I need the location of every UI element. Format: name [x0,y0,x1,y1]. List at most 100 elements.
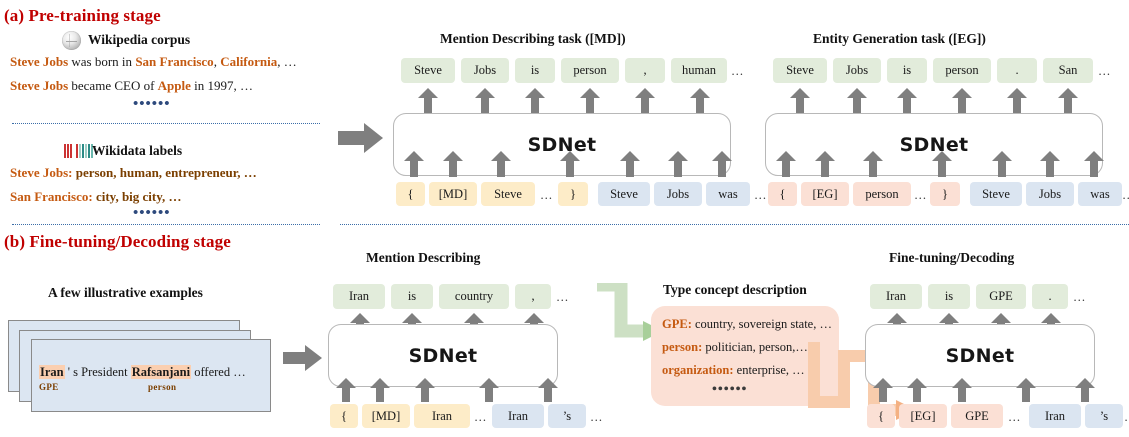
type-concept-ellipsis: •••••• [712,382,748,397]
md-output-token: Jobs [461,58,509,83]
md-output-token: Steve [401,58,455,83]
entity-steve-jobs: Steve Jobs [10,78,69,93]
md-prompt-ellipsis: … [540,188,553,202]
md-context-token: Jobs [654,182,702,206]
eg-input-token: } [930,182,960,206]
md-input-arrow [404,151,424,177]
entity-california: California [220,54,278,69]
wikidata-bars-icon [64,144,93,158]
decode-input-ellipsis: … [1124,410,1129,425]
ft-md-context-token: Iran [492,404,544,428]
decode-output-ellipsis: … [1073,290,1086,304]
decode-sdnet-model: SDNet [865,324,1095,387]
md-output-arrow [525,88,545,114]
text-segment: , … [277,54,297,69]
decode-input-token: GPE [951,404,1003,428]
type-concept-value: enterprise, … [733,363,805,377]
eg-input-arrow [776,151,796,177]
wikidata-key: Steve Jobs: [10,165,73,180]
eg-output-token: . [997,58,1037,83]
stage-b-title: (b) Fine-tuning/Decoding stage [4,232,231,251]
finetune-md-title: Mention Describing [366,250,481,265]
ft-md-output-ellipsis: … [556,290,569,304]
ft-md-output-token: country [439,284,509,309]
md-output-arrow [635,88,655,114]
eg-output-arrow [1058,88,1078,114]
ft-md-input-arrow [370,378,390,402]
md-input-token: } [558,182,588,206]
ft-md-output-token: , [515,284,551,309]
ft-md-input-token: { [330,404,358,428]
md-output-arrow [580,88,600,114]
md-input-arrow [620,151,640,177]
md-output-token: person [561,58,619,83]
type-concept-key-gpe: GPE: [662,317,692,331]
decode-input-arrow [1075,378,1095,402]
decode-output-token: Iran [870,284,922,309]
wikidata-labels-heading: Wikidata labels [92,143,183,158]
md-sdnet-label: SDNet [527,133,597,156]
wikidata-value: city, big city, … [92,189,182,204]
decode-input-token: { [867,404,895,428]
ft-md-input-arrow [538,378,558,402]
text-segment: was born in [68,54,136,69]
decode-output-token: . [1032,284,1068,309]
md-input-arrow [668,151,688,177]
eg-task-title: Entity Generation task ([EG]) [813,31,986,46]
md-context-token: Steve [598,182,650,206]
md-input-token: Steve [481,182,535,206]
flow-arrow-examples-to-md [283,345,322,371]
eg-output-arrow [1007,88,1027,114]
text-segment: offered … [191,365,246,379]
eg-output-token: San [1043,58,1093,83]
md-output-token: is [515,58,555,83]
eg-output-token: person [933,58,991,83]
decode-output-token: is [928,284,970,309]
decode-prompt-ellipsis: … [1008,410,1021,424]
decode-output-token: GPE [976,284,1026,309]
stage-a-title: (a) Pre-training stage [4,6,161,25]
decode-context-token: ’s [1085,404,1123,428]
entity-steve-jobs: Steve Jobs [10,54,69,69]
text-segment: ' s President [64,365,131,379]
eg-output-token: Jobs [833,58,881,83]
entity-san-francisco: San Francisco [135,54,214,69]
md-input-token: [MD] [429,182,477,206]
example-card-front[interactable] [31,339,271,412]
decode-input-arrow [952,378,972,402]
type-concept-key-organization: organization: [662,363,734,377]
ft-md-input-ellipsis: … [590,410,603,424]
wikipedia-ellipsis: •••••• [133,96,171,112]
divider-stage-a-b [340,224,1129,225]
eg-sdnet-label: SDNet [899,133,969,156]
md-input-arrow [712,151,732,177]
eg-output-token: Steve [773,58,827,83]
md-input-ellipsis: … [754,188,767,202]
divider-wikipedia-wikidata [12,123,320,124]
type-concept-value: politician, person,… [702,340,808,354]
eg-input-arrow [815,151,835,177]
eg-input-ellipsis: … [1122,188,1129,203]
type-concept-box [651,306,839,406]
md-input-arrow [491,151,511,177]
example-mention-rafsanjani: Rafsanjani [130,365,192,379]
text-segment: became CEO of [68,78,158,93]
type-concept-line: organization: enterprise, … [662,363,805,378]
md-task-title: Mention Describing task ([MD]) [440,31,626,46]
wikipedia-line-1: Steve Jobs was born in San Francisco, Ca… [10,54,297,70]
md-output-token: human [671,58,727,83]
type-concept-line: GPE: country, sovereign state, … [662,317,832,332]
decode-input-arrow [907,378,927,402]
text-segment: in 1997, … [190,78,254,93]
ft-md-input-token: [MD] [362,404,410,428]
text-segment: , [213,54,221,69]
type-concept-key-person: person: [662,340,703,354]
example-sentence: Iran ' s President Rafsanjani offered … [39,365,246,380]
eg-output-arrow [847,88,867,114]
decode-input-token: [EG] [899,404,947,428]
ft-md-input-arrow [415,378,435,402]
md-context-token: was [706,182,750,206]
eg-output-arrow [952,88,972,114]
examples-heading: A few illustrative examples [48,285,203,300]
eg-input-arrow [1084,151,1104,177]
